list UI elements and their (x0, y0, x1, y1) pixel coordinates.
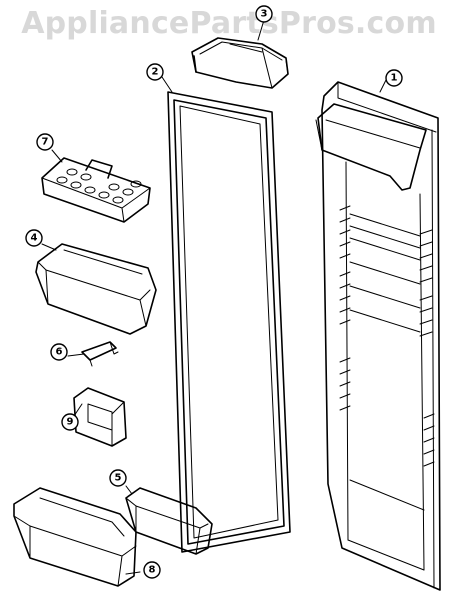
callout-6: 6 (50, 343, 68, 361)
callout-7: 7 (36, 133, 54, 151)
part-handle-insert[interactable] (73, 387, 127, 447)
callout-8: 8 (143, 561, 161, 579)
callout-5: 5 (109, 469, 127, 487)
part-dairy-door[interactable] (191, 37, 289, 89)
svg-text:9: 9 (67, 417, 74, 428)
svg-text:6: 6 (56, 347, 63, 358)
watermark-logo: AppliancePartsPros.com (21, 6, 437, 41)
part-door-bin[interactable] (35, 243, 157, 335)
svg-text:2: 2 (152, 67, 159, 78)
leader-lines (41, 19, 387, 575)
part-egg-tray[interactable] (41, 157, 151, 223)
callout-4: 4 (25, 229, 43, 247)
part-large-bin[interactable] (13, 487, 137, 587)
svg-text:7: 7 (42, 137, 49, 148)
svg-text:5: 5 (115, 473, 122, 484)
callout-2: 2 (146, 63, 164, 81)
callout-1: 1 (385, 69, 403, 87)
svg-text:1: 1 (391, 73, 398, 84)
part-door-gasket[interactable] (167, 91, 291, 553)
svg-text:4: 4 (31, 233, 38, 244)
part-bin-clip[interactable] (81, 341, 119, 367)
callout-3: 3 (255, 5, 273, 23)
part-small-bin[interactable] (125, 487, 213, 555)
callout-9: 9 (61, 413, 79, 431)
svg-text:3: 3 (261, 9, 268, 20)
svg-text:8: 8 (149, 565, 156, 576)
part-door-panel[interactable] (315, 81, 441, 591)
